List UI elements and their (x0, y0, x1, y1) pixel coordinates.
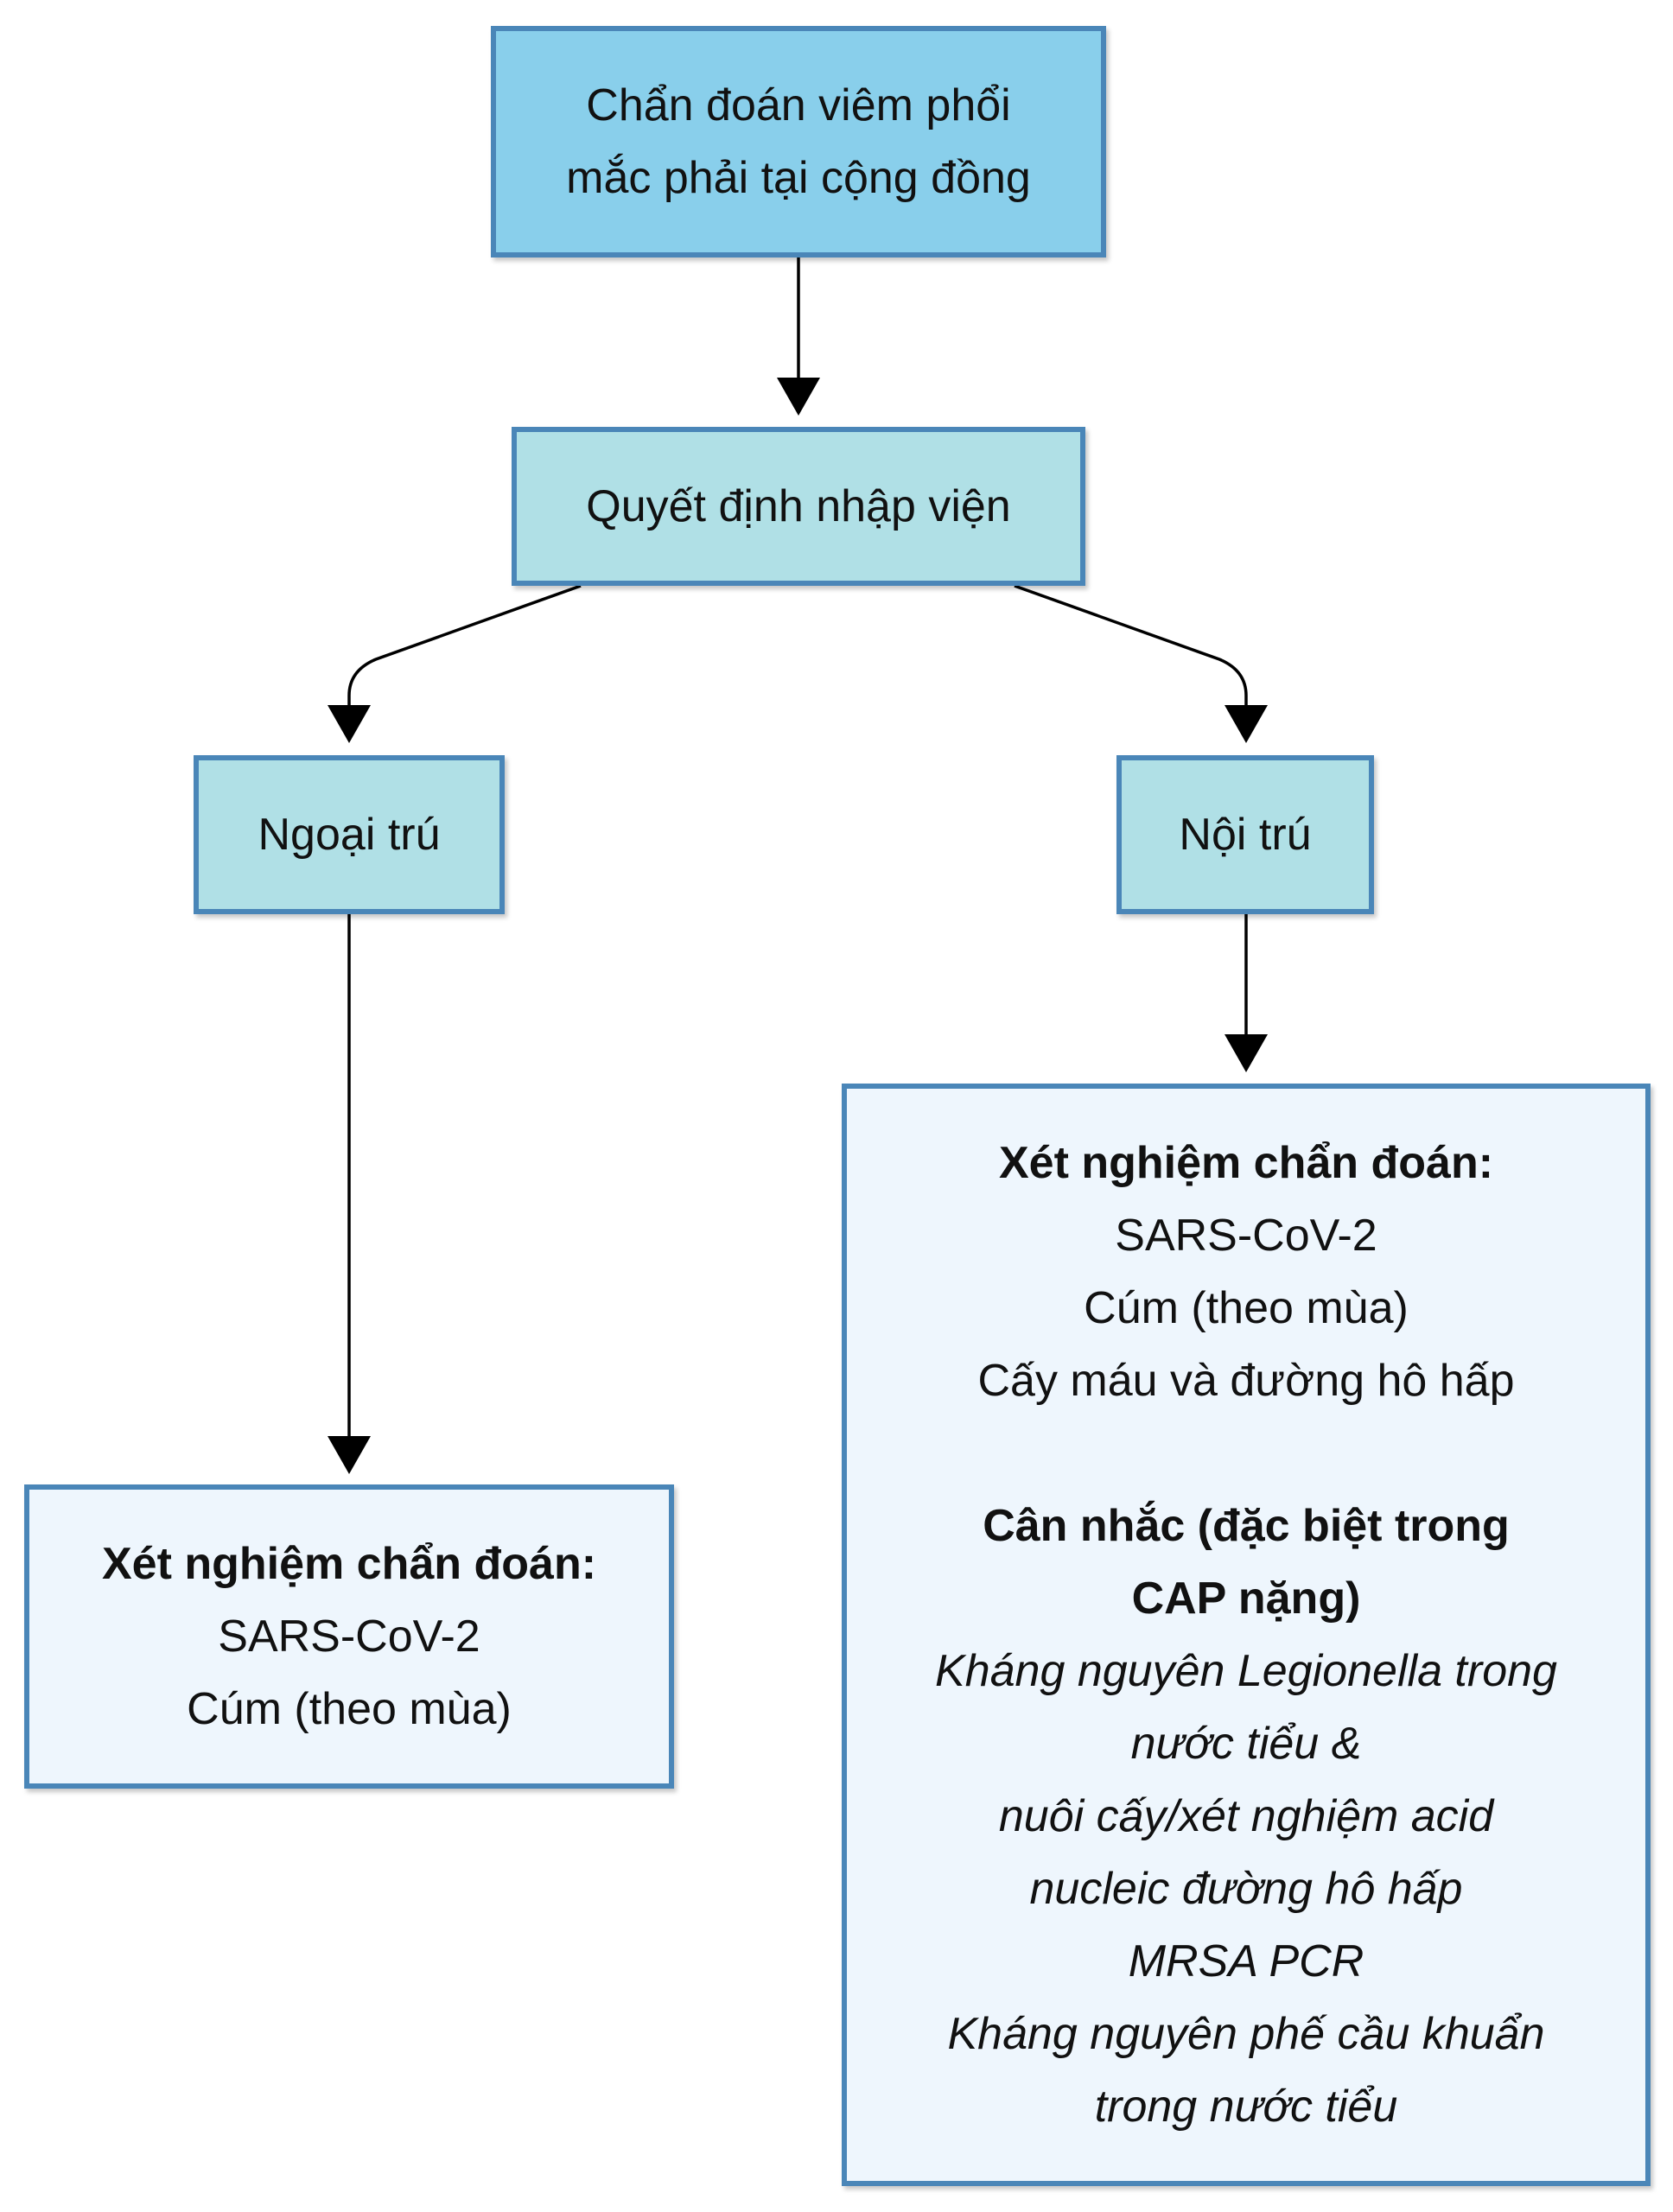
outpatient-label: Ngoại trú (258, 810, 441, 860)
node-diagnosis: Chẩn đoán viêm phổi mắc phải tại cộng đồ… (491, 26, 1106, 257)
diagnosis-line-2: mắc phải tại cộng đồng (566, 153, 1031, 203)
arrowhead-inpatient-tests (1225, 1034, 1268, 1072)
inpatient-test-item: Cấy máu và đường hô hấp (977, 1356, 1515, 1406)
arrowhead-inpatient (1225, 705, 1268, 743)
node-outpatient: Ngoại trú (194, 755, 505, 914)
outpatient-test-item: SARS-CoV-2 (218, 1611, 480, 1662)
inpatient-tests-heading: Xét nghiệm chẩn đoán: (998, 1138, 1494, 1188)
consider-item-line: trong nước tiểu (1094, 2082, 1398, 2132)
arrowhead-outpatient-tests (328, 1436, 371, 1474)
inpatient-test-item: SARS-CoV-2 (1115, 1211, 1377, 1261)
consider-item-line: nucleic đường hô hấp (1029, 1864, 1463, 1914)
consider-item-line: nước tiểu & (1130, 1719, 1362, 1769)
consider-item-line: MRSA PCR (1128, 1936, 1364, 1986)
inpatient-label: Nội trú (1179, 810, 1312, 860)
admission-label: Quyết định nhập viện (586, 481, 1011, 531)
node-inpatient-tests: Xét nghiệm chẩn đoán: SARS-CoV-2 Cúm (th… (842, 1084, 1651, 2186)
edge-admission-to-outpatient (347, 584, 582, 707)
consider-item-line: nuôi cấy/xét nghiệm acid (998, 1791, 1494, 1841)
consider-item-line: Kháng nguyên phế cầu khuẩn (947, 2009, 1545, 2059)
arrowhead-outpatient (328, 705, 371, 743)
edge-admission-to-inpatient (1014, 584, 1248, 707)
diagnosis-line-1: Chẩn đoán viêm phổi (586, 80, 1011, 130)
node-outpatient-tests: Xét nghiệm chẩn đoán: SARS-CoV-2 Cúm (th… (24, 1484, 674, 1789)
consider-heading-line: Cân nhắc (đặc biệt trong (983, 1501, 1510, 1551)
consider-item-line: Kháng nguyên Legionella trong (935, 1646, 1557, 1696)
node-admission-decision: Quyết định nhập viện (512, 427, 1085, 586)
arrowhead-admission (777, 378, 820, 416)
node-inpatient: Nội trú (1116, 755, 1374, 914)
inpatient-test-item: Cúm (theo mùa) (1084, 1283, 1409, 1333)
consider-heading-line: CAP nặng) (1131, 1573, 1361, 1624)
outpatient-tests-heading: Xét nghiệm chẩn đoán: (101, 1539, 597, 1589)
outpatient-test-item: Cúm (theo mùa) (187, 1684, 512, 1734)
